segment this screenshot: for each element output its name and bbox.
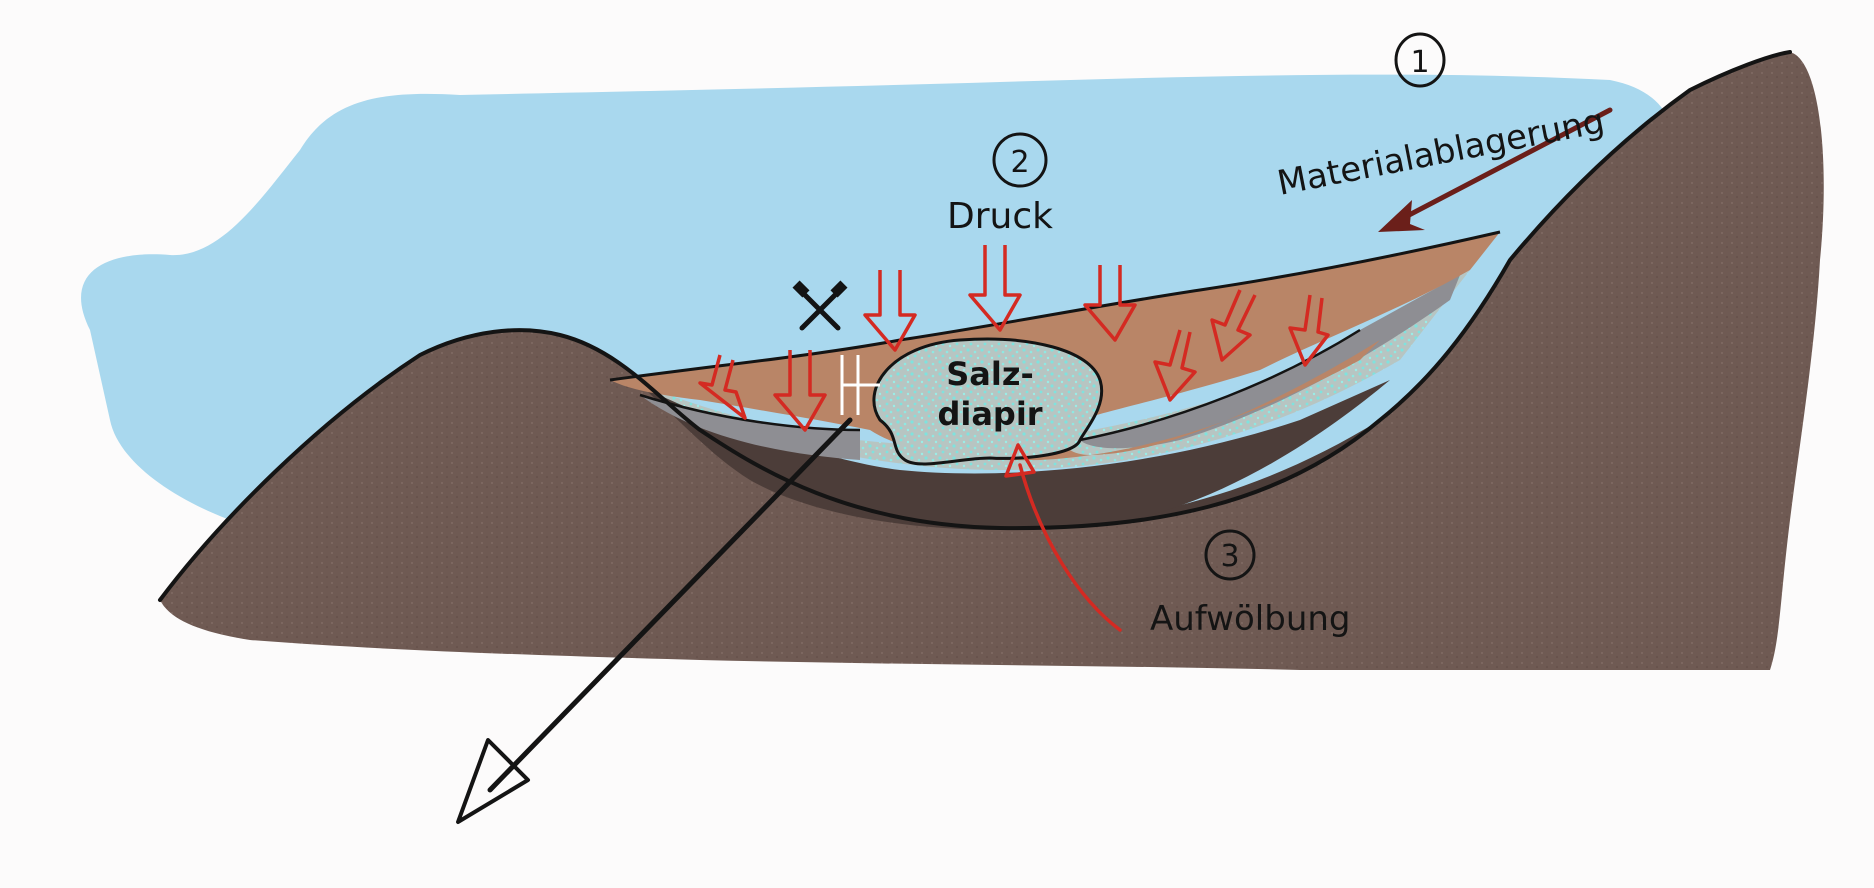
pressure-arrow xyxy=(698,354,747,420)
pressure-arrow xyxy=(773,350,827,432)
uplift-arrow xyxy=(1004,443,1122,632)
step2-marker: 2 xyxy=(992,132,1048,188)
pressure-arrow xyxy=(968,245,1022,332)
step3-number: 3 xyxy=(1220,539,1239,574)
pressure-arrow xyxy=(1288,294,1330,367)
ground-outline xyxy=(158,50,1792,602)
dark-sediment-layer xyxy=(640,380,1390,530)
step1-marker: 1 xyxy=(1394,32,1446,88)
deposit-top-outline xyxy=(609,230,1501,382)
salt-base-layer xyxy=(630,270,1470,470)
pressure-arrow xyxy=(863,270,917,352)
layer-outline xyxy=(639,328,1361,442)
deposition-arrow xyxy=(1378,107,1613,232)
pressure-arrow xyxy=(1210,289,1257,362)
crossed-hammers-icon xyxy=(792,280,848,331)
pressure-arrow xyxy=(1153,329,1197,402)
label-diapir: diapir xyxy=(937,395,1042,433)
subsidence-arrow xyxy=(456,417,853,824)
mine-shaft xyxy=(840,355,880,415)
grey-layer-left xyxy=(640,395,860,460)
step2-number: 2 xyxy=(1010,145,1029,180)
pressure-arrow xyxy=(1083,265,1137,342)
salt-diapir xyxy=(872,337,1104,466)
label-salz: Salz- xyxy=(946,355,1034,393)
label-aufwoelbung: Aufwölbung xyxy=(1150,599,1351,639)
pressure-arrows xyxy=(698,245,1330,432)
left-mountain xyxy=(160,52,1824,670)
step3-marker: 3 xyxy=(1204,529,1256,581)
step1-number: 1 xyxy=(1410,45,1429,80)
label-druck: Druck xyxy=(947,196,1053,237)
